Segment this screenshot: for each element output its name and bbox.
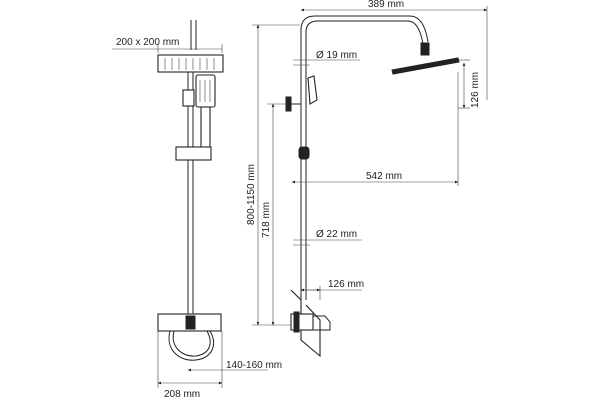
dim-reach: 542 mm	[366, 171, 402, 182]
dim-arm-diameter: Ø 19 mm	[316, 50, 357, 61]
front-shower-head	[157, 54, 224, 73]
side-shower-head	[391, 57, 460, 75]
side-slide-holder	[298, 146, 310, 160]
dim-offset: 140-160 mm	[226, 360, 282, 371]
front-slide-holder	[175, 146, 212, 161]
dim-rail-diameter: Ø 22 mm	[316, 229, 357, 240]
front-diverter	[182, 89, 195, 107]
front-shower-head-grid	[164, 58, 215, 70]
dim-height-range: 800-1150 mm	[246, 164, 257, 225]
dim-width: 208 mm	[164, 389, 200, 400]
front-hose	[168, 330, 214, 361]
dim-head-size: 200 x 200 mm	[116, 37, 179, 48]
dim-mixer-depth: 126 mm	[328, 279, 364, 290]
front-mixer-handle	[185, 315, 196, 330]
dim-rail-height: 718 mm	[261, 202, 272, 238]
side-mixer-handle	[313, 315, 331, 331]
front-hand-shower-head	[195, 74, 216, 108]
front-hand-shower-nozzles	[199, 80, 211, 102]
side-hand-shower	[307, 75, 318, 105]
front-hand-shower-handle	[200, 106, 211, 150]
dim-head-drop: 126 mm	[470, 72, 481, 108]
dim-arm-length: 389 mm	[368, 0, 404, 10]
front-view: 200 x 200 mm 140-160 mm 208 mm	[112, 20, 282, 400]
side-shower-arm	[300, 15, 429, 80]
side-arm-joint	[420, 42, 430, 56]
side-view: 389 mm Ø 19 mm 126 mm 542 mm 800-1150 mm…	[246, 0, 488, 358]
